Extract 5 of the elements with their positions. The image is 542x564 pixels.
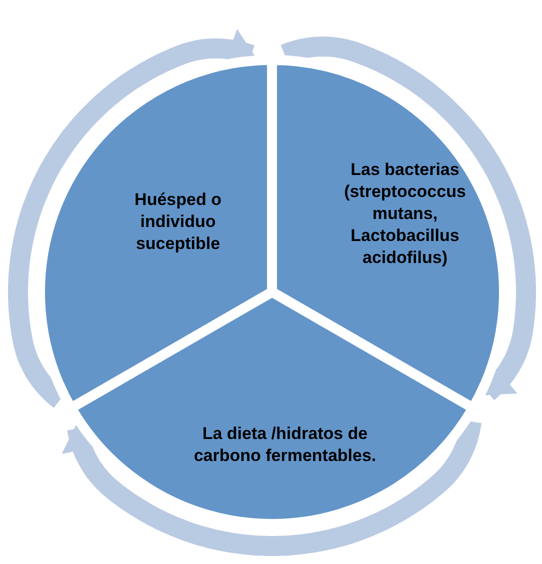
curved-arrow (278, 36, 536, 400)
segment-label: Huésped o individuo suceptible (134, 189, 222, 255)
segment-label: La dieta /hidratos de carbono fermentables. (192, 423, 378, 467)
curved-arrow (8, 28, 257, 408)
segment-label: Las bacterias (streptococcus mutans, Lactobacillus acidofilus) (343, 159, 467, 269)
